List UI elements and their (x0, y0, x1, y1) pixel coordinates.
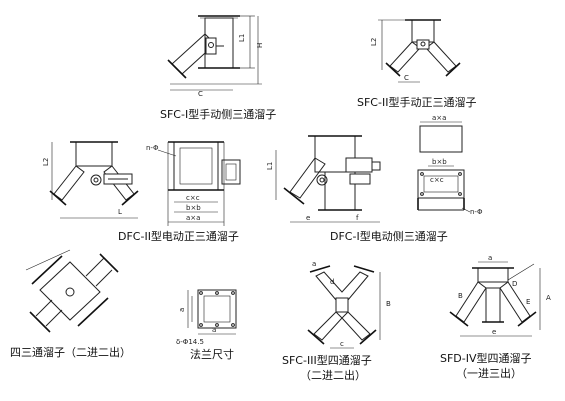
dim-nphi-dfc1: n-Φ (470, 208, 483, 216)
caption-dfc2: DFC-II型电动正三通溜子 (118, 229, 239, 243)
dim-e-dfc1: e (306, 214, 310, 222)
dim-b-sfc3: B (386, 300, 391, 308)
dim-d-cap-sfd4: D (512, 280, 517, 288)
caption-sfc3-sub: （二进二出） (300, 368, 366, 382)
caption-sfd4-sub: （一进三出） (456, 366, 522, 380)
dim-cxc-dfc1: c×c (430, 176, 444, 184)
dim-a-sfd4: a (488, 254, 492, 262)
dim-nphi-dfc2: n-Φ (146, 144, 159, 152)
dfc1-flange-view: a×a b×b c×c n-Φ (417, 114, 483, 216)
caption-sfd4: SFD-IV型四通溜子 (440, 351, 532, 365)
four-way-a-drawing (25, 249, 119, 333)
sfc3-drawing: B c a d (307, 260, 391, 349)
dim-a-cap-sfd4: A (546, 294, 551, 302)
caption-sfc2: SFC-II型手动正三通溜子 (357, 95, 476, 109)
dfc2-flange-view: c×c b×b a×a n-Φ (146, 141, 241, 226)
dim-a-sfc3: a (312, 260, 316, 268)
dim-d-sfc3: d (330, 278, 334, 286)
dim-b-cap-sfd4: B (458, 292, 463, 300)
flange-size-drawing: a a δ-Φ14.5 (176, 289, 237, 346)
dim-bxb-dfc2: b×b (186, 204, 201, 212)
dim-a-flange: a (178, 308, 186, 312)
dim-e-cap-sfd4: E (526, 298, 530, 306)
caption-sfc3: SFC-III型四通溜子 (282, 353, 372, 367)
dim-h: H (256, 43, 264, 48)
dim-c-sfc3: c (340, 340, 344, 348)
dim-c-sfc2: C (404, 74, 409, 82)
dim-cxc-dfc2: c×c (186, 194, 200, 202)
dim-c: C (198, 90, 203, 98)
dfc1-drawing: L1 e f (266, 135, 381, 223)
dim-e-sfd4: e (492, 328, 496, 336)
sfc2-drawing: L2 C (370, 19, 461, 83)
dim-bxb-dfc1: b×b (432, 158, 447, 166)
caption-dfc1: DFC-I型电动侧三通溜子 (330, 229, 448, 243)
dim-axa-dfc2: a×a (186, 214, 200, 222)
caption-flange: 法兰尺寸 (190, 347, 234, 361)
sfd4-drawing: a e A D B E (449, 254, 551, 337)
dfc2-drawing: L2 L (42, 141, 139, 219)
dim-a-flange-h: a (212, 326, 216, 334)
dim-f-dfc1: f (356, 214, 359, 222)
dim-l2-dfc2: L2 (42, 158, 50, 166)
dim-axa-dfc1: a×a (432, 114, 446, 122)
dim-delta-phi: δ-Φ14.5 (176, 338, 204, 346)
caption-sfc1: SFC-I型手动侧三通溜子 (160, 107, 276, 121)
dim-l1-dfc1: L1 (266, 162, 274, 170)
dim-l2: L2 (370, 38, 378, 46)
dim-l-dfc2: L (118, 208, 122, 216)
caption-four-way-a: 四三通溜子（二进二出） (10, 345, 131, 359)
dim-l1: L1 (238, 34, 246, 42)
sfc1-drawing: L1 H C (167, 15, 264, 98)
